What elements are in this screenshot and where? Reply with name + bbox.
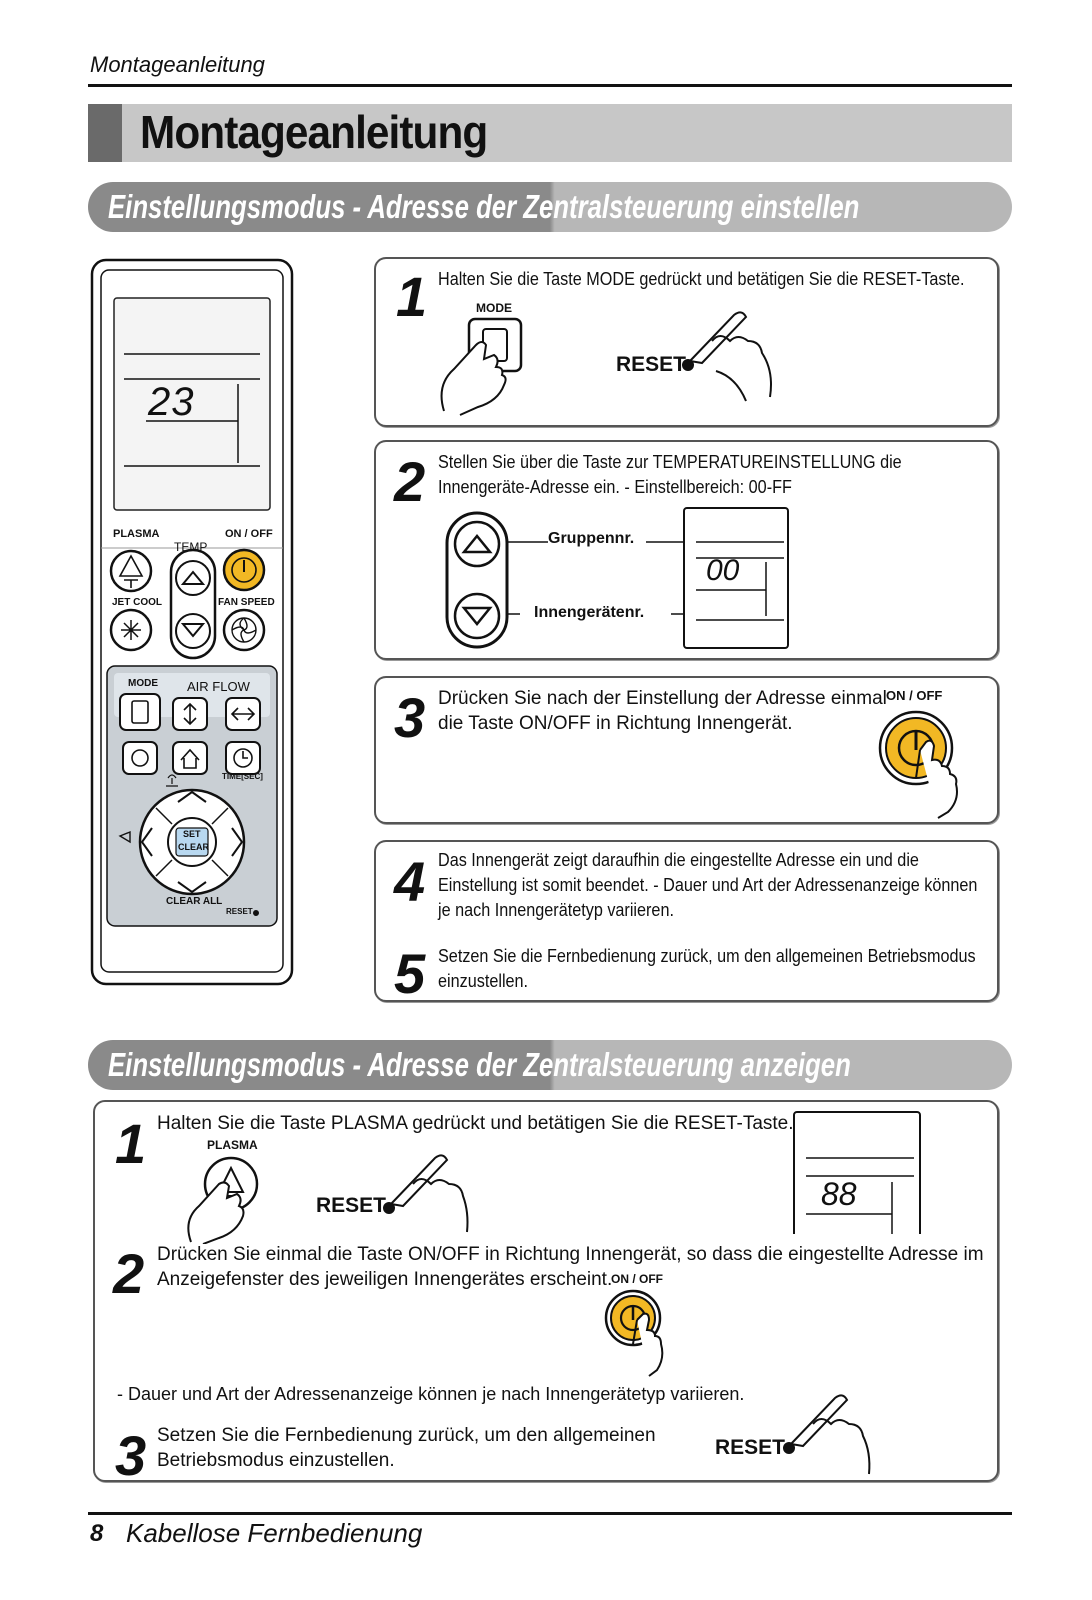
remote-label-jet-cool: JET COOL — [112, 597, 163, 608]
remote-label-plasma: PLASMA — [113, 528, 160, 540]
remote-label-set: SET — [183, 829, 201, 839]
section1-title-bar: Einstellungsmodus - Adresse der Zentrals… — [88, 182, 1012, 232]
step-number: 1 — [396, 265, 428, 328]
step-text-line: Drücken Sie nach der Einstellung der Adr… — [438, 688, 887, 709]
remote-control-drawing — [90, 258, 294, 986]
remote-label-mode: MODE — [128, 678, 158, 689]
hand-press-on-off-icon — [604, 1289, 664, 1377]
reset-label: RESET — [616, 353, 687, 376]
step-text-line: einzustellen. — [438, 971, 529, 991]
step-text-line: Stellen Sie über die Taste zur TEMPERATU… — [438, 452, 902, 472]
section1-step45-box: 4 Das Innengerät zeigt daraufhin die ein… — [374, 840, 999, 1002]
section1-step3-box: 3 Drücken Sie nach der Einstellung der A… — [374, 676, 999, 824]
group-number-label: Gruppennr. — [548, 530, 635, 547]
section1-title: Einstellungsmodus - Adresse der Zentrals… — [108, 188, 860, 225]
temp-buttons-icon — [445, 511, 509, 649]
page-title-bar: Montageanleitung — [88, 104, 1012, 162]
step-number: 2 — [113, 1242, 145, 1305]
step-number: 1 — [115, 1112, 147, 1175]
step-text-line: Halten Sie die Taste PLASMA gedrückt und… — [157, 1113, 794, 1134]
on-off-button-label: ON / OFF — [611, 1272, 663, 1286]
remote-label-fan-speed: FAN SPEED — [218, 597, 275, 608]
step-text-line: je nach Innengerätetyp variieren. — [438, 900, 674, 920]
step-number: 2 — [394, 450, 426, 513]
remote-display-value: 23 — [148, 380, 195, 424]
step-text-line: Drücken Sie einmal die Taste ON/OFF in R… — [157, 1244, 984, 1265]
lcd-address-value: 00 — [706, 554, 740, 587]
hand-press-plasma-icon — [187, 1156, 259, 1244]
page-number: 8 — [90, 1520, 104, 1547]
section2-steps-box: 1 Halten Sie die Taste PLASMA gedrückt u… — [93, 1100, 999, 1487]
hand-press-reset-icon — [383, 1154, 469, 1233]
step-text-line: Einstellung ist somit beendet. - Dauer u… — [438, 875, 978, 895]
remote-label-time-sec: TIME[SEC] — [222, 772, 263, 781]
step-text-line: Halten Sie die Taste MODE gedrückt und b… — [438, 269, 965, 289]
section2-title: Einstellungsmodus - Adresse der Zentrals… — [108, 1046, 851, 1083]
plasma-button-label: PLASMA — [207, 1138, 258, 1152]
remote-label-on-off: ON / OFF — [225, 528, 273, 540]
reset-label: RESET — [316, 1194, 387, 1217]
section2-title-bar: Einstellungsmodus - Adresse der Zentrals… — [88, 1040, 1012, 1090]
title-bar-block — [88, 104, 122, 162]
lcd-display-window — [793, 1111, 921, 1234]
hand-press-mode-icon — [440, 317, 523, 416]
lcd-display-value: 88 — [821, 1176, 857, 1212]
step-text-line: Anzeigefenster des jeweiligen Innengerät… — [157, 1269, 613, 1290]
step-number: 5 — [394, 942, 426, 1005]
unit-number-label: Innengerätenr. — [534, 604, 645, 621]
footer-title: Kabellose Fernbedienung — [126, 1518, 423, 1548]
address-display-note: - Dauer und Art der Adressenanzeige könn… — [117, 1384, 745, 1404]
mode-button-label: MODE — [476, 301, 512, 315]
remote-control: 23 PLASMA TEMP ON / OFF JET COOL FAN SPE… — [90, 258, 294, 986]
running-title: Montageanleitung — [90, 52, 265, 77]
hand-press-on-off-icon — [878, 710, 958, 819]
header-rule — [88, 84, 1012, 87]
hand-press-reset-icon — [682, 311, 772, 402]
remote-label-temp: TEMP — [174, 540, 208, 554]
step-text-line: Setzen Sie die Fernbedienung zurück, um … — [157, 1425, 656, 1446]
step-text-line: Das Innengerät zeigt daraufhin die einge… — [438, 850, 919, 870]
footer-rule — [88, 1512, 1012, 1515]
remote-label-air-flow: AIR FLOW — [187, 679, 250, 694]
step-text-line: Innengeräte-Adresse ein. - Einstellberei… — [438, 477, 792, 497]
lcd-address-display — [683, 507, 789, 649]
step-number: 4 — [394, 850, 426, 913]
page-title: Montageanleitung — [140, 106, 488, 158]
section1-step2-box: 2 Stellen Sie über die Taste zur TEMPERA… — [374, 440, 999, 660]
section1-step1-box: 1 Halten Sie die Taste MODE gedrückt und… — [374, 257, 999, 427]
step-text-line: Setzen Sie die Fernbedienung zurück, um … — [438, 946, 976, 966]
remote-label-clear-all: CLEAR ALL — [166, 896, 223, 907]
remote-label-reset: RESET — [226, 907, 253, 916]
step-text-line: die Taste ON/OFF in Richtung Innengerät. — [438, 713, 793, 734]
step-number: 3 — [394, 686, 426, 749]
reset-label: RESET — [715, 1436, 786, 1459]
remote-label-clear: CLEAR — [178, 842, 209, 852]
step-number: 3 — [115, 1424, 147, 1487]
hand-press-reset-icon — [783, 1394, 871, 1475]
on-off-button-label: ON / OFF — [886, 688, 943, 703]
step-text-line: Betriebsmodus einzustellen. — [157, 1450, 395, 1471]
